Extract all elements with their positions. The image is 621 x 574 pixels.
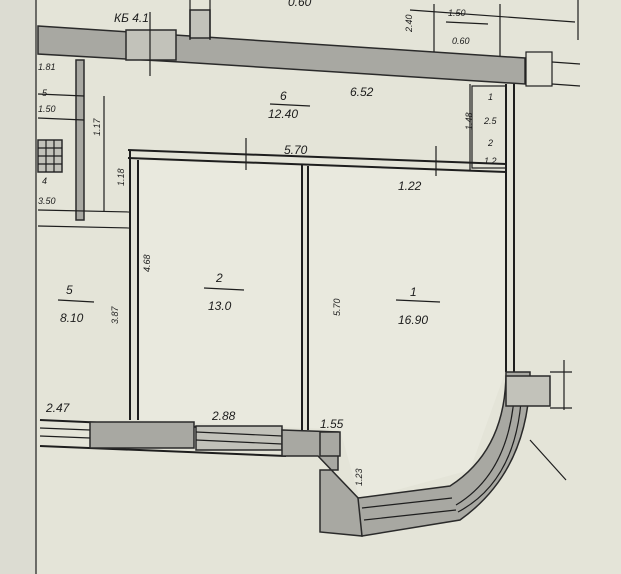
plan-labels: КБ 4.1 0.60 1.50 0.60 2.40 6 12.40 6.52 …	[38, 0, 498, 486]
room-6-num: 6	[280, 89, 287, 103]
right-frac1: 1	[488, 92, 493, 102]
top-right-den: 0.60	[452, 36, 470, 46]
window-a: 2.47	[45, 401, 71, 415]
room-2-area: 13.0	[208, 299, 232, 313]
right-frac3: 2	[487, 138, 493, 148]
interior-walls	[127, 84, 515, 430]
left-wall	[37, 59, 131, 229]
left-num: 5	[42, 88, 48, 98]
room-5-num: 5	[66, 283, 73, 297]
right-frac4: 1.2	[484, 156, 497, 166]
room-6-area: 12.40	[268, 107, 298, 121]
room-2-num: 2	[215, 271, 223, 285]
left-w2: 1.50	[38, 104, 56, 114]
room-1	[308, 166, 506, 500]
room-1-num: 1	[410, 285, 417, 299]
bay-window	[357, 360, 572, 537]
top-right-num: 1.50	[448, 8, 466, 18]
inner-width: 5.70	[284, 143, 308, 157]
bottom-wall	[39, 419, 363, 537]
left-h: 1.18	[116, 168, 126, 186]
room-5-area: 8.10	[60, 311, 84, 325]
room-4-area: 3.50	[38, 196, 56, 206]
top-wall	[37, 0, 581, 87]
corridor-len: 6.52	[350, 85, 374, 99]
marker-top: КБ 4.1	[114, 11, 149, 25]
step-dim: 1.55	[320, 417, 344, 431]
room-1-height: 5.70	[332, 298, 342, 316]
window-b: 2.88	[211, 409, 236, 423]
right-frac2: 2.5	[483, 116, 498, 126]
right-top1: 1.48	[464, 112, 474, 130]
room-4-num: 4	[42, 176, 47, 186]
room-5-height: 3.87	[110, 305, 120, 324]
room-1-area: 16.90	[398, 313, 428, 327]
left-frac: 1.17	[92, 117, 102, 136]
top-dim: 0.60	[288, 0, 312, 9]
left-w1: 1.81	[38, 62, 56, 72]
room-2	[138, 160, 302, 428]
room-2-height: 4.68	[142, 254, 152, 272]
bay-dim: 1.23	[354, 468, 364, 486]
right-door: 1.22	[398, 179, 422, 193]
top-right-h: 2.40	[404, 14, 414, 33]
